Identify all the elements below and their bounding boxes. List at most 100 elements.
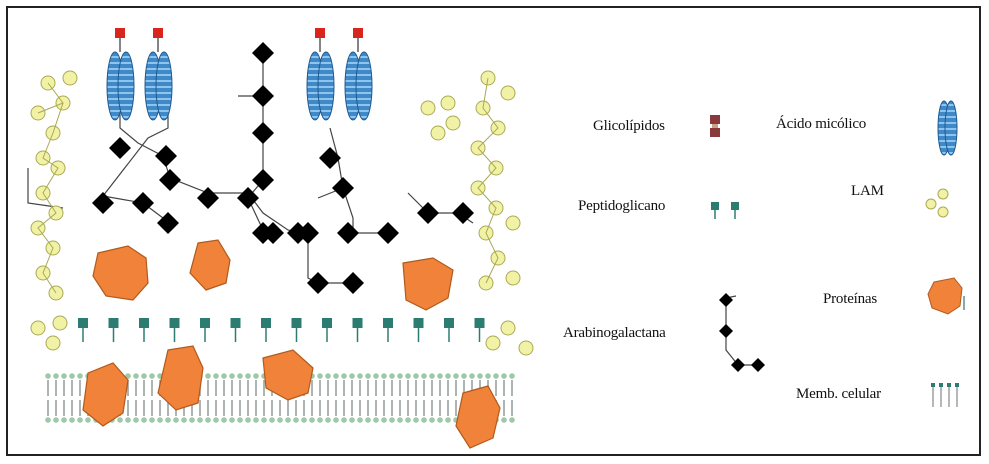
lipid-head: [341, 417, 347, 423]
protein: [190, 240, 230, 290]
lipid-head: [253, 373, 259, 379]
protein: [403, 258, 453, 310]
glycolipid-head: [115, 28, 125, 38]
lipid-head: [133, 373, 139, 379]
lam-sugar: [501, 86, 515, 100]
lipid-head: [253, 417, 259, 423]
lipid-head: [501, 417, 507, 423]
arabinogalactan-unit: [237, 187, 259, 209]
lipid-head: [165, 417, 171, 423]
mycolic-acid-icon: [936, 98, 958, 158]
lipid-head: [309, 417, 315, 423]
lipid-head: [301, 417, 307, 423]
peptidoglycan-unit: [414, 318, 424, 328]
lipid-head: [205, 373, 211, 379]
lipid-head: [213, 417, 219, 423]
legend-label-proteinas: Proteínas: [823, 291, 877, 308]
lipid-head: [357, 373, 363, 379]
arabinogalactan-unit: [337, 222, 359, 244]
lipid-head: [189, 417, 195, 423]
arabinogalactan-unit: [252, 169, 274, 191]
protein: [158, 346, 203, 410]
arabinogalactan-unit: [159, 169, 181, 191]
lipid-head: [237, 417, 243, 423]
lipid-head: [77, 417, 83, 423]
lipid-head: [397, 417, 403, 423]
mycolic-acid: [145, 28, 172, 120]
arabinogalactan-unit: [342, 272, 364, 294]
lam-sugar: [31, 321, 45, 335]
lipid-head: [221, 373, 227, 379]
peptidoglycan-unit: [322, 318, 332, 328]
lipid-head: [53, 373, 59, 379]
lipid-head: [69, 417, 75, 423]
legend-label-lam: LAM: [851, 183, 884, 200]
lipid-head: [197, 417, 203, 423]
lam-icon: [923, 186, 953, 220]
lipid-head: [125, 417, 131, 423]
lipid-head: [469, 373, 475, 379]
lam-sugar: [506, 216, 520, 230]
lipid-head: [277, 417, 283, 423]
peptidoglycan-icon: [709, 199, 743, 223]
lipid-head: [349, 373, 355, 379]
lipid-head: [157, 417, 163, 423]
lipid-head: [381, 417, 387, 423]
lipid-head: [397, 373, 403, 379]
legend-label-glicolipidos: Glicolípidos: [593, 118, 665, 135]
protein: [93, 246, 148, 300]
lipid-head: [413, 373, 419, 379]
glycolipid-icon: [708, 113, 722, 139]
lipid-head: [477, 373, 483, 379]
lipid-head: [317, 373, 323, 379]
lam-sugar: [431, 126, 445, 140]
mycolic-acid: [345, 28, 372, 120]
lipid-head: [445, 417, 451, 423]
legend-label-peptidoglicano: Peptidoglicano: [578, 198, 665, 215]
arabinogalactan-unit: [319, 147, 341, 169]
lipid-head: [77, 373, 83, 379]
lipid-head: [141, 417, 147, 423]
lipid-head: [509, 373, 515, 379]
peptidoglycan-unit: [78, 318, 88, 328]
arabinogalactan-icon: [708, 290, 770, 380]
lipid-head: [381, 373, 387, 379]
lipid-head: [205, 417, 211, 423]
lipid-head: [149, 373, 155, 379]
arabinogalactan-network: [28, 53, 473, 283]
lam-sugar: [421, 101, 435, 115]
lipid-head: [237, 373, 243, 379]
lipid-head: [485, 373, 491, 379]
lipid-head: [45, 417, 51, 423]
arabinogalactan-unit: [92, 192, 114, 214]
lipid-head: [61, 417, 67, 423]
cell-membrane-icon: [928, 381, 968, 411]
peptidoglycan-unit: [109, 318, 119, 328]
lam-sugar: [519, 341, 533, 355]
lipid-head: [509, 417, 515, 423]
lam-sugar: [63, 71, 77, 85]
lipid-head: [61, 373, 67, 379]
lipid-head: [117, 417, 123, 423]
lipid-head: [357, 417, 363, 423]
peptidoglycan-unit: [475, 318, 485, 328]
arabinogalactan-unit: [252, 42, 274, 64]
peptidoglycan-layer: [78, 318, 485, 342]
lam-sugar: [506, 271, 520, 285]
lipid-head: [437, 417, 443, 423]
lipid-head: [325, 373, 331, 379]
lam-sugar: [446, 116, 460, 130]
glycolipid-head: [153, 28, 163, 38]
lipid-head: [213, 373, 219, 379]
peptidoglycan-unit: [231, 318, 241, 328]
legend-label-memb-celular: Memb. celular: [796, 386, 881, 403]
protein-icon: [926, 276, 970, 318]
peptidoglycan-unit: [383, 318, 393, 328]
figure-frame: Glicolípidos Ácido micólico Peptidoglica…: [6, 6, 981, 456]
lipid-head: [285, 417, 291, 423]
arabinogalactan-unit: [307, 272, 329, 294]
arabinogalactan-unit: [155, 145, 177, 167]
protein: [263, 350, 313, 400]
lipid-head: [437, 373, 443, 379]
lipid-head: [421, 373, 427, 379]
